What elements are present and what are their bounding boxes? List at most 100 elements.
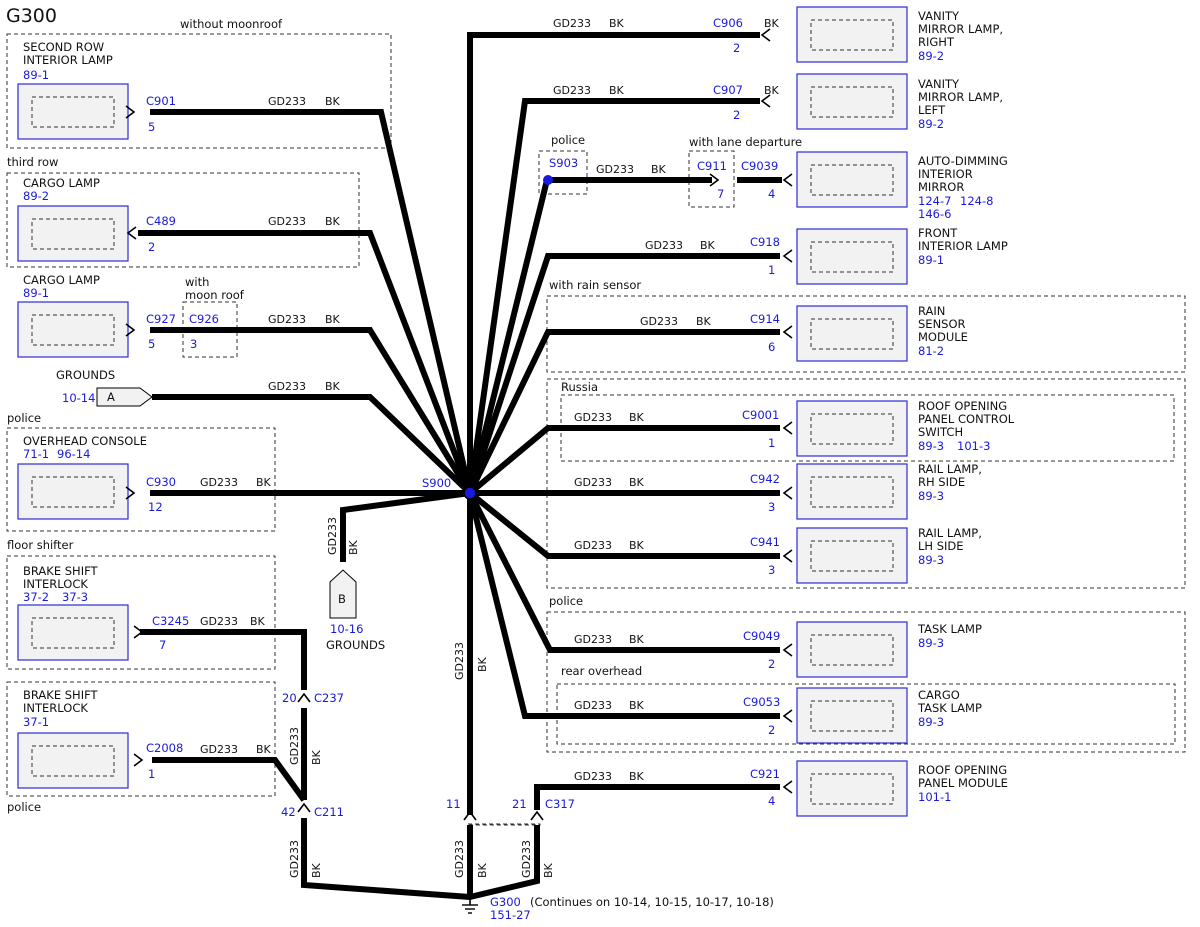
svg-text:C9001: C9001 xyxy=(742,408,779,422)
option-label-russia: Russia xyxy=(561,380,598,394)
option-box-floor-shifter xyxy=(6,555,276,670)
svg-text:4: 4 xyxy=(768,794,775,808)
svg-text:C911: C911 xyxy=(697,159,727,173)
svg-text:124-7: 124-7 xyxy=(918,194,951,208)
svg-text:1: 1 xyxy=(768,263,775,277)
svg-text:5: 5 xyxy=(148,337,155,351)
svg-text:BK: BK xyxy=(629,476,645,489)
svg-text:124-8: 124-8 xyxy=(960,194,993,208)
svg-text:C942: C942 xyxy=(750,472,780,486)
svg-text:C237: C237 xyxy=(314,691,344,705)
svg-text:RH SIDE: RH SIDE xyxy=(918,475,965,489)
svg-text:89-3: 89-3 xyxy=(918,636,944,650)
svg-text:101-1: 101-1 xyxy=(918,790,951,804)
component-vanity-mirror-lamp-right: VANITY MIRROR LAMP, RIGHT 89-2 xyxy=(796,6,1003,63)
svg-text:89-2: 89-2 xyxy=(918,117,944,131)
svg-text:RIGHT: RIGHT xyxy=(918,35,955,49)
svg-text:GD233: GD233 xyxy=(268,380,306,393)
svg-text:BK: BK xyxy=(256,476,272,489)
svg-text:GD233: GD233 xyxy=(200,615,238,628)
ground-ref: 151-27 xyxy=(490,908,531,922)
svg-text:2: 2 xyxy=(768,723,775,737)
svg-text:10-16: 10-16 xyxy=(330,622,363,636)
svg-text:GD233: GD233 xyxy=(200,476,238,489)
svg-text:GD233: GD233 xyxy=(553,17,591,30)
svg-text:71-1: 71-1 xyxy=(23,447,49,461)
svg-text:C918: C918 xyxy=(750,235,780,249)
svg-text:GD233: GD233 xyxy=(268,95,306,108)
svg-text:C921: C921 xyxy=(750,767,780,781)
svg-text:1: 1 xyxy=(148,767,155,781)
svg-text:7: 7 xyxy=(717,187,724,201)
svg-text:2: 2 xyxy=(733,41,740,55)
svg-text:BRAKE SHIFT: BRAKE SHIFT xyxy=(23,564,98,578)
svg-text:BK: BK xyxy=(764,17,780,30)
svg-text:3: 3 xyxy=(190,337,197,351)
svg-text:AUTO-DIMMING: AUTO-DIMMING xyxy=(918,154,1008,168)
svg-text:89-1: 89-1 xyxy=(918,253,944,267)
svg-text:89-3: 89-3 xyxy=(918,489,944,503)
svg-text:GD233: GD233 xyxy=(520,840,533,878)
option-box-police-shifter xyxy=(6,681,276,797)
svg-text:MIRROR LAMP,: MIRROR LAMP, xyxy=(918,90,1003,104)
option-label-lane-departure: with lane departure xyxy=(689,135,802,149)
svg-text:GD233: GD233 xyxy=(640,315,678,328)
svg-text:89-2: 89-2 xyxy=(23,189,49,203)
svg-text:B: B xyxy=(338,592,346,606)
svg-text:81-2: 81-2 xyxy=(918,344,944,358)
svg-text:4: 4 xyxy=(768,187,775,201)
grounds-a-pointer: A GROUNDS 10-14 xyxy=(56,368,153,407)
svg-text:101-3: 101-3 xyxy=(957,439,990,453)
svg-text:146-6: 146-6 xyxy=(918,207,951,221)
component-roof-opening-panel-module: ROOF OPENING PANEL MODULE 101-1 xyxy=(796,760,1008,817)
splice-s900 xyxy=(463,486,477,500)
svg-text:RAIL LAMP,: RAIL LAMP, xyxy=(918,462,982,476)
component-rail-lamp-rh-side: RAIL LAMP, RH SIDE 89-3 xyxy=(796,462,982,520)
svg-text:BK: BK xyxy=(629,539,645,552)
svg-text:BK: BK xyxy=(310,862,323,878)
option-label-police-2: police xyxy=(7,800,41,814)
svg-text:C317: C317 xyxy=(545,797,575,811)
svg-text:GD233: GD233 xyxy=(268,313,306,326)
svg-text:BK: BK xyxy=(629,411,645,424)
svg-text:VANITY: VANITY xyxy=(918,9,960,23)
diagram-title: G300 xyxy=(6,5,57,27)
svg-text:2: 2 xyxy=(768,657,775,671)
option-box-third-row xyxy=(6,172,360,268)
svg-text:89-3: 89-3 xyxy=(918,439,944,453)
component-brake-shift-interlock-floor: BRAKE SHIFT INTERLOCK 37-2 37-3 xyxy=(17,564,129,661)
svg-text:GD233: GD233 xyxy=(574,699,612,712)
option-box-police-right xyxy=(546,611,1186,753)
svg-text:CARGO LAMP: CARGO LAMP xyxy=(23,273,100,287)
component-rain-sensor-module: RAIN SENSOR MODULE 81-2 xyxy=(796,304,968,362)
svg-text:C914: C914 xyxy=(750,312,780,326)
svg-text:C941: C941 xyxy=(750,535,780,549)
svg-text:INTERIOR LAMP: INTERIOR LAMP xyxy=(23,53,113,67)
svg-text:GROUNDS: GROUNDS xyxy=(326,638,385,652)
svg-text:BK: BK xyxy=(629,699,645,712)
svg-text:A: A xyxy=(107,390,115,404)
svg-text:OVERHEAD CONSOLE: OVERHEAD CONSOLE xyxy=(23,434,147,448)
svg-text:ROOF OPENING: ROOF OPENING xyxy=(918,763,1007,777)
option-label-moon-roof: moon roof xyxy=(185,288,245,302)
svg-text:37-3: 37-3 xyxy=(62,590,88,604)
svg-text:BK: BK xyxy=(256,743,272,756)
connector-labels: C901 5 C489 2 C927 5 C926 3 C930 12 C324… xyxy=(146,16,780,819)
svg-text:FRONT: FRONT xyxy=(918,226,958,240)
svg-text:GD233: GD233 xyxy=(574,633,612,646)
svg-text:BRAKE SHIFT: BRAKE SHIFT xyxy=(23,688,98,702)
svg-text:C9049: C9049 xyxy=(743,629,780,643)
svg-text:89-1: 89-1 xyxy=(23,286,49,300)
svg-text:SECOND ROW: SECOND ROW xyxy=(23,40,104,54)
svg-text:TASK LAMP: TASK LAMP xyxy=(917,701,982,715)
svg-text:RAIN: RAIN xyxy=(918,304,945,318)
component-roof-opening-panel-control-switch: ROOF OPENING PANEL CONTROL SWITCH 89-3 1… xyxy=(796,399,1015,457)
option-label-police-s903: police xyxy=(551,133,585,147)
option-box-lane-departure xyxy=(688,150,735,208)
component-second-row-interior-lamp: SECOND ROW INTERIOR LAMP 89-1 xyxy=(17,40,129,140)
svg-text:C906: C906 xyxy=(713,16,743,30)
option-box-police-console xyxy=(6,427,276,532)
svg-text:INTERLOCK: INTERLOCK xyxy=(23,577,88,591)
component-cargo-task-lamp: CARGO TASK LAMP 89-3 xyxy=(796,687,982,744)
component-auto-dimming-interior-mirror: AUTO-DIMMING INTERIOR MIRROR 124-7 124-8… xyxy=(796,151,1008,221)
